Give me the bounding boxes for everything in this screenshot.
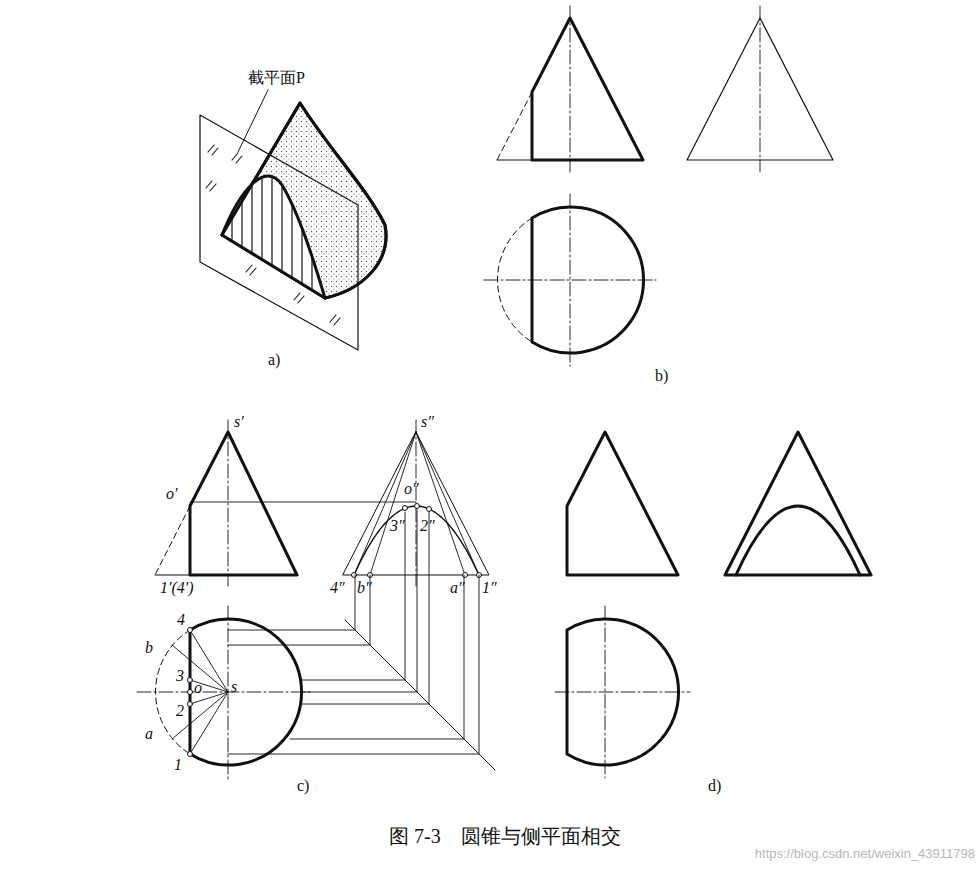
point-label: o′ xyxy=(166,486,178,502)
point-label: a″ xyxy=(450,580,465,596)
point-label: 3″ xyxy=(390,518,405,534)
point-label: 1 xyxy=(174,757,182,773)
point-label: 3 xyxy=(176,668,184,684)
plane-label: 截平面P xyxy=(248,70,305,86)
point-label: 2″ xyxy=(420,518,435,534)
panel-label: c) xyxy=(297,778,309,794)
panel-label: d) xyxy=(708,778,721,794)
panel-label: a) xyxy=(268,352,280,368)
point-label: s′ xyxy=(234,414,244,430)
watermark: https://blog.csdn.net/weixin_43911798 xyxy=(755,847,975,860)
point-label: 2 xyxy=(176,703,184,719)
pictorial-view xyxy=(200,90,386,350)
figure-caption: 图 7-3 圆锥与侧平面相交 xyxy=(389,826,621,846)
three-view-b xyxy=(484,6,833,366)
point-label: 4 xyxy=(177,612,185,628)
result-view-d xyxy=(555,432,871,778)
point-label: o xyxy=(194,680,202,696)
point-label: a xyxy=(145,726,153,742)
point-label: b″ xyxy=(357,580,372,596)
point-label: 4″ xyxy=(330,580,345,596)
point-label: 1″ xyxy=(482,580,497,596)
point-label: o″ xyxy=(404,481,419,497)
panel-label: b) xyxy=(655,368,668,384)
point-label: b xyxy=(145,640,153,656)
point-label: s″ xyxy=(421,414,434,430)
point-label: s xyxy=(231,679,237,695)
point-label: 1′(4′) xyxy=(160,580,194,596)
construction-view-c xyxy=(137,420,495,780)
